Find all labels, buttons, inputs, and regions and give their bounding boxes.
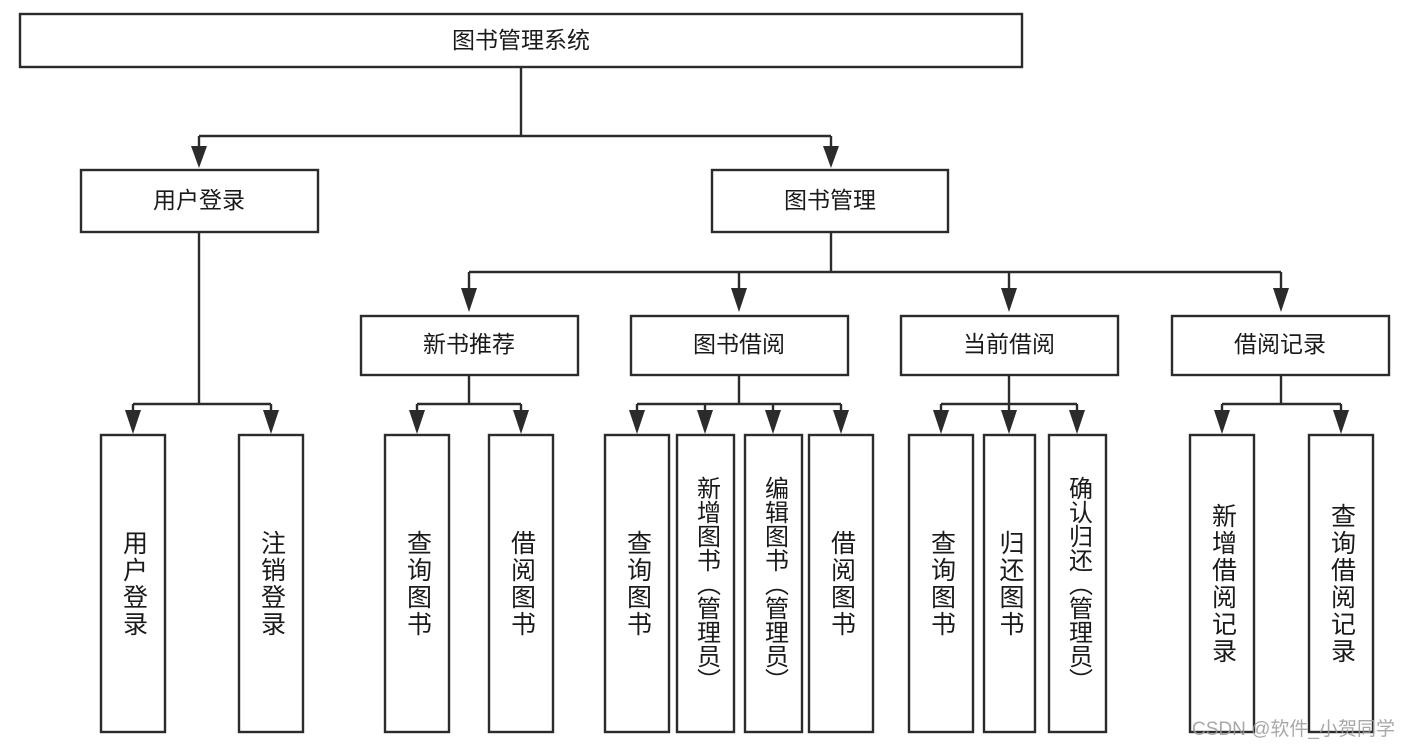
node-borrow-record[interactable] xyxy=(1170,314,1391,377)
leaf-box[interactable] xyxy=(383,433,451,734)
leaf-box[interactable] xyxy=(982,433,1037,734)
leaf-box[interactable] xyxy=(1307,433,1375,734)
connector-bookborrow-to-leaves xyxy=(629,375,849,434)
leaf-box[interactable] xyxy=(99,433,167,734)
connector-root-to-level2 xyxy=(191,67,839,168)
node-new-book-recommend[interactable] xyxy=(359,314,580,377)
node-book-borrow[interactable] xyxy=(629,314,850,377)
leaf-box[interactable] xyxy=(487,433,555,734)
node-book-management[interactable] xyxy=(710,168,950,234)
connector-borrowrecord-to-leaves xyxy=(1214,375,1349,434)
watermark-text: CSDN @软件_小贺同学 xyxy=(1192,719,1395,740)
connector-userlogin-to-leaves xyxy=(125,232,279,434)
leaf-box[interactable] xyxy=(907,433,975,734)
leaf-box[interactable] xyxy=(675,433,736,734)
connector-bookmgmt-to-level3 xyxy=(461,232,1289,312)
connector-currentborrow-to-leaves xyxy=(933,375,1085,434)
node-current-borrow[interactable] xyxy=(899,314,1120,377)
leaf-box[interactable] xyxy=(237,433,305,734)
node-user-login[interactable] xyxy=(79,168,320,234)
leaf-box[interactable] xyxy=(1188,433,1256,734)
node-root[interactable] xyxy=(18,12,1024,69)
leaf-box[interactable] xyxy=(1047,433,1108,734)
connector-newbook-to-leaves xyxy=(409,375,529,434)
leaf-box[interactable] xyxy=(743,433,804,734)
leaf-box[interactable] xyxy=(603,433,671,734)
leaf-box[interactable] xyxy=(807,433,875,734)
